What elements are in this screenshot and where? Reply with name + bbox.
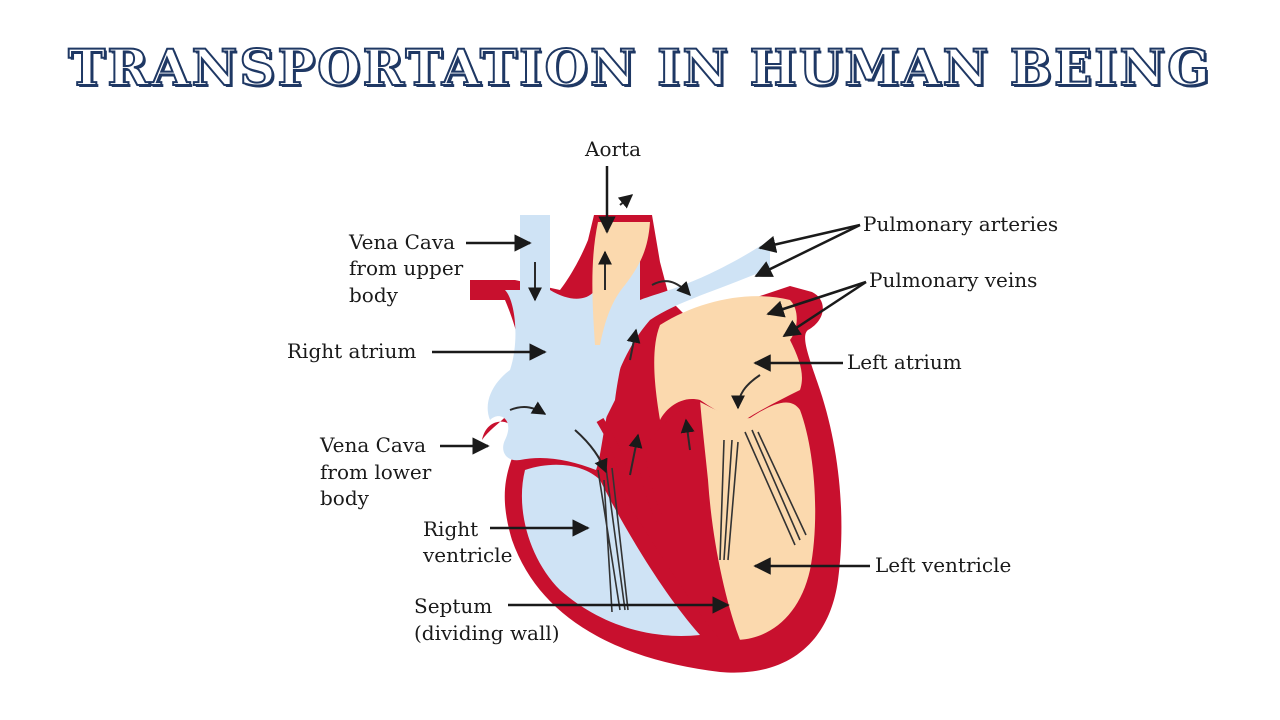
label-vena-cava-upper: Vena Cava from upper body: [348, 230, 532, 307]
label-septum-text: Septum (dividing wall): [414, 594, 560, 645]
pulmonary-arteries-leader-1: [758, 223, 861, 253]
label-septum: Septum (dividing wall): [414, 594, 730, 645]
right-ventricle-line-1: Right: [423, 517, 478, 541]
label-aorta-text: Aorta: [584, 137, 641, 161]
vena-cava-upper-line-2: from upper: [349, 256, 464, 280]
label-aorta: Aorta: [584, 137, 641, 234]
pulmonary-veins-leader-2: [782, 280, 867, 338]
right-chordae: [597, 467, 629, 613]
vena-cava-lower-line-2: from lower: [320, 460, 432, 484]
label-pulmonary-veins-text: Pulmonary veins: [869, 268, 1037, 292]
slide-title: TRANSPORTATION IN HUMAN BEING: [67, 37, 1212, 98]
pulmonary-arteries-leader-2: [754, 223, 861, 278]
vena-cava-lower-line-3: body: [320, 486, 370, 510]
blood-flow-arrows: [509, 194, 761, 476]
label-vena-cava-lower-text: Vena Cava from lower body: [319, 433, 438, 510]
right-ventricle-line-2: ventricle: [422, 543, 512, 567]
label-left-atrium: Left atrium: [753, 350, 962, 374]
left-chordae: [719, 429, 807, 561]
label-right-atrium-text: Right atrium: [287, 339, 416, 363]
heart-illustration: [470, 194, 842, 673]
septum-line-2: (dividing wall): [414, 621, 560, 645]
label-right-ventricle: Right ventricle: [422, 517, 590, 567]
vena-cava-upper-line-1: Vena Cava: [348, 230, 455, 254]
label-pulmonary-arteries-text: Pulmonary arteries: [863, 212, 1058, 236]
label-left-ventricle-text: Left ventricle: [875, 553, 1011, 577]
label-left-ventricle: Left ventricle: [753, 553, 1011, 577]
label-pulmonary-veins: Pulmonary veins: [766, 268, 1037, 338]
left-atrium-chamber: [654, 296, 802, 420]
label-right-atrium: Right atrium: [287, 339, 547, 363]
valve-line: [596, 417, 664, 522]
label-right-ventricle-text: Right ventricle: [422, 517, 512, 567]
vena-cava-lower-line-1: Vena Cava: [319, 433, 426, 457]
septum-line-1: Septum: [414, 594, 492, 618]
label-left-atrium-text: Left atrium: [847, 350, 962, 374]
label-vena-cava-upper-text: Vena Cava from upper body: [348, 230, 470, 307]
label-vena-cava-lower: Vena Cava from lower body: [319, 433, 490, 510]
vena-cava-upper-line-3: body: [349, 283, 399, 307]
label-pulmonary-arteries: Pulmonary arteries: [754, 212, 1058, 278]
pulmonary-veins-leader-1: [766, 280, 867, 318]
left-ventricle-chamber: [699, 402, 816, 640]
